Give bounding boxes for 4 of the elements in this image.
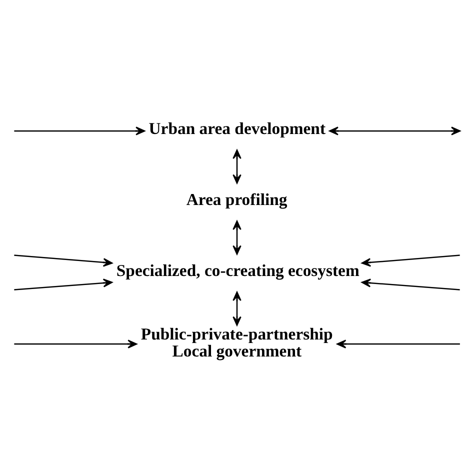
node-text: Public-private-partnership Local government [140, 324, 333, 360]
node-text: Specialized, co-creating ecosystem [116, 260, 360, 280]
node-text: Area profiling [186, 189, 288, 208]
node-text: Urban area development [148, 118, 326, 138]
